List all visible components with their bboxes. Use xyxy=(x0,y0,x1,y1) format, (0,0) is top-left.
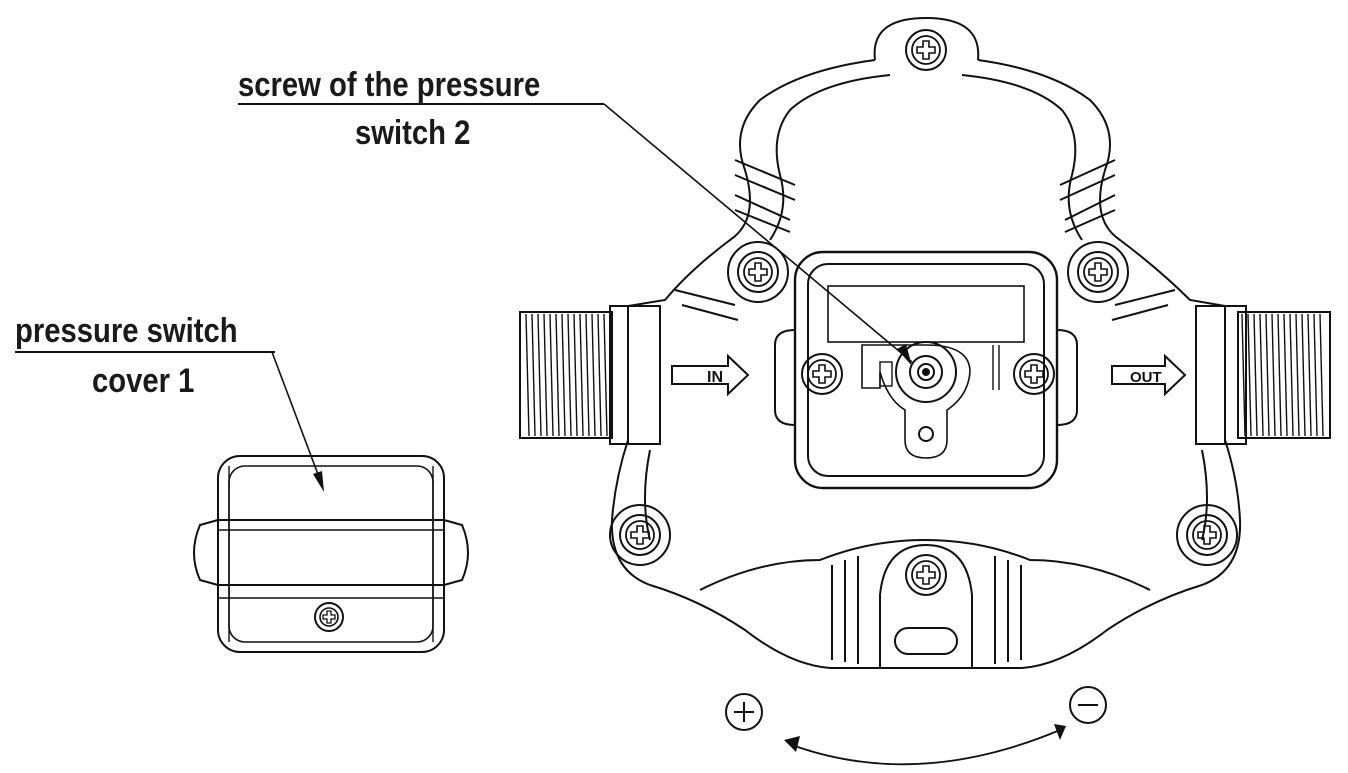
thread-line xyxy=(1319,313,1324,437)
outlet-label: OUT xyxy=(1130,369,1162,386)
thread-line xyxy=(579,313,584,437)
outlet-fitting xyxy=(1195,305,1331,445)
screw-leader-arrowhead xyxy=(897,344,912,366)
thread-line xyxy=(597,313,602,437)
cover-label-line2: cover 1 xyxy=(92,362,195,400)
thread-line xyxy=(1241,313,1246,437)
thread-line xyxy=(1313,313,1318,437)
housing-right-screw-icon xyxy=(1013,353,1055,395)
screw-leader-line xyxy=(603,103,913,363)
switch-housing xyxy=(774,250,1078,490)
housing-left-screw-icon xyxy=(801,353,843,395)
increase-icon xyxy=(725,693,763,731)
thread-line xyxy=(1265,313,1270,437)
thread-line xyxy=(537,313,542,437)
cover-screw-icon xyxy=(314,602,344,632)
bottom-screw-icon xyxy=(905,554,947,596)
top-screw-icon xyxy=(905,29,947,71)
cover-leader-line xyxy=(271,351,323,486)
thread-line xyxy=(567,313,572,437)
thread-line xyxy=(1253,313,1258,437)
thread-line xyxy=(591,313,596,437)
thread-line xyxy=(1289,313,1294,437)
thread-line xyxy=(543,313,548,437)
lower-left-screw-icon xyxy=(619,514,661,556)
lower-right-screw-icon xyxy=(1186,514,1228,556)
thread-line xyxy=(1283,313,1288,437)
thread-line xyxy=(573,313,578,437)
thread-line xyxy=(1307,313,1312,437)
cover-label-line1: pressure switch xyxy=(15,312,238,350)
adjustment-indicator xyxy=(725,686,1107,766)
thread-line xyxy=(531,313,536,437)
cover-leader-arrowhead xyxy=(313,471,324,492)
thread-line xyxy=(549,313,554,437)
upper-right-screw-icon xyxy=(1077,251,1119,293)
upper-left-screw-icon xyxy=(737,251,779,293)
thread-line xyxy=(1259,313,1264,437)
valve-body xyxy=(609,16,1242,669)
thread-line xyxy=(1271,313,1276,437)
screw-label-line2: switch 2 xyxy=(355,114,471,152)
decrease-icon xyxy=(1069,686,1107,724)
screw-label-line1: screw of the pressure xyxy=(238,66,541,104)
thread-line xyxy=(1295,313,1300,437)
thread-line xyxy=(1277,313,1282,437)
thread-line xyxy=(1247,313,1252,437)
adjusting-screw-2 xyxy=(895,341,957,403)
pressure-switch-cover xyxy=(193,455,469,653)
inlet-label: IN xyxy=(707,369,723,386)
inlet-arrow xyxy=(671,353,750,397)
outlet-arrow xyxy=(1111,353,1187,397)
thread-line xyxy=(603,313,608,437)
thread-line xyxy=(561,313,566,437)
thread-line xyxy=(525,313,530,437)
inlet-fitting xyxy=(519,305,661,445)
thread-line xyxy=(1301,313,1306,437)
thread-line xyxy=(555,313,560,437)
thread-line xyxy=(585,313,590,437)
